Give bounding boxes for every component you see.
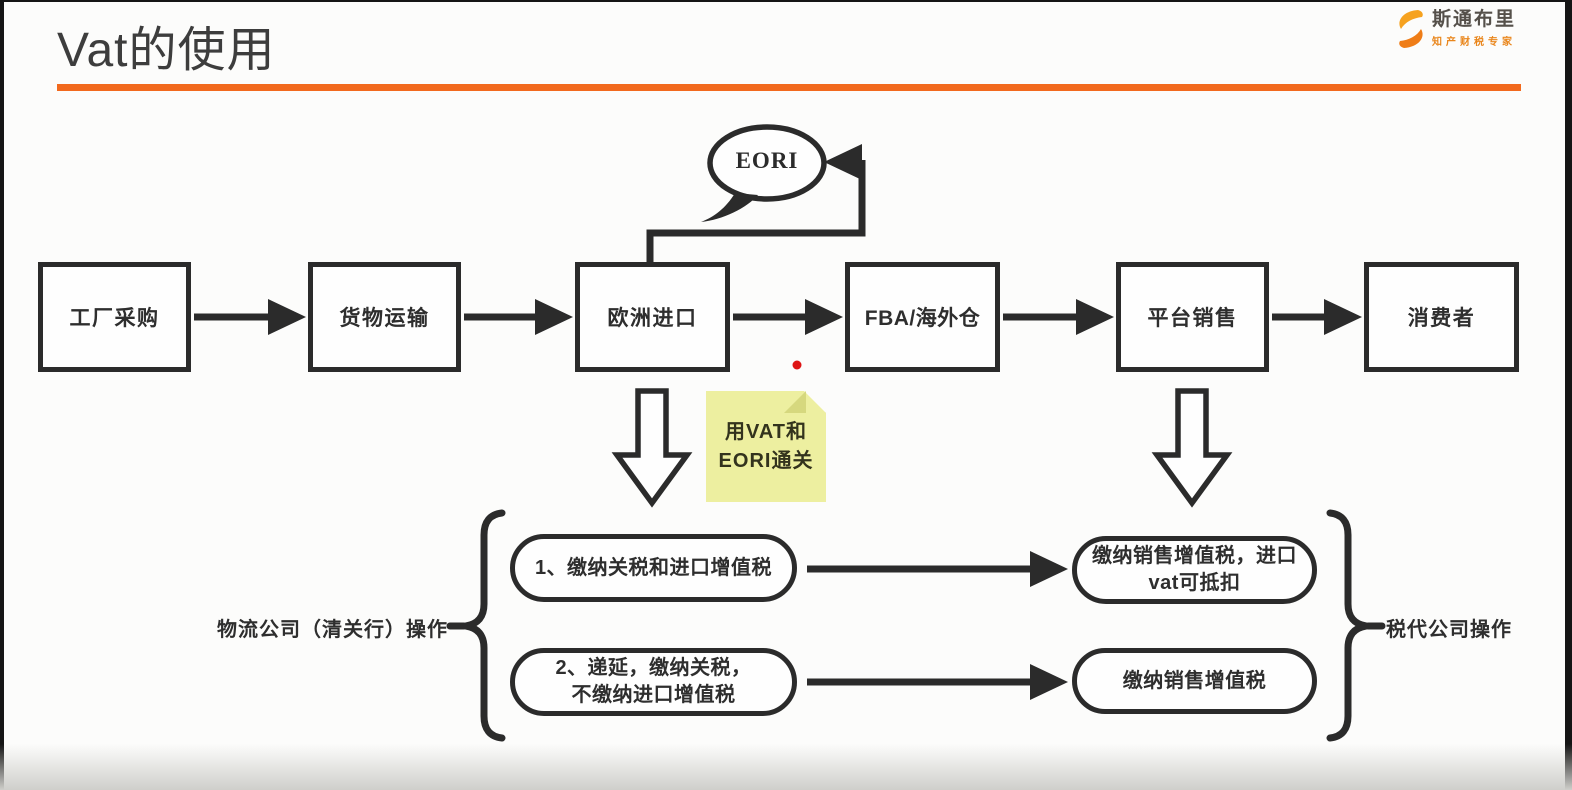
- sticky-note-fold: [784, 391, 806, 413]
- eori-bubble-tail: [701, 193, 758, 222]
- pill-sales-vat: 缴纳销售增值税: [1072, 648, 1317, 714]
- pill-pay-duty-import-vat: 1、缴纳关税和进口增值税: [510, 534, 797, 602]
- pill-arrows: [807, 551, 1068, 700]
- page-title: Vat的使用: [57, 24, 276, 77]
- down-arrow-right: [1151, 388, 1233, 508]
- flow-box-shipping: 货物运输: [308, 262, 461, 372]
- logo-name: 斯通布里: [1432, 9, 1517, 30]
- flow-box-platform-sales: 平台销售: [1116, 262, 1269, 372]
- pill-line1: 缴纳销售增值税: [1122, 669, 1267, 692]
- sticky-note: 用VAT和 EORI通关: [706, 391, 826, 502]
- brand-logo: 斯通布里 知产财税专家: [1393, 8, 1516, 50]
- flow-box-label: 货物运输: [339, 307, 430, 330]
- eori-arrowhead: [824, 144, 862, 180]
- pill-defer-duty: 2、递延，缴纳关税， 不缴纳进口增值税: [510, 648, 797, 716]
- flow-box-label: 消费者: [1407, 307, 1476, 330]
- down-arrows: [611, 388, 1233, 508]
- eori-bubble: [701, 124, 827, 222]
- logo-text: 斯通布里 知产财税专家: [1432, 8, 1516, 48]
- red-dot: [792, 360, 802, 370]
- sticky-note-line2: EORI通关: [718, 449, 814, 472]
- letterbox-left: [0, 0, 4, 790]
- flow-arrow-4: [1003, 299, 1114, 335]
- pill-arrow-1: [807, 551, 1068, 587]
- flow-box-fba-warehouse: FBA/海外仓: [845, 262, 1000, 372]
- down-arrow-left: [611, 388, 693, 508]
- brace-right: [1326, 509, 1370, 742]
- braces: [446, 509, 1386, 742]
- pill-line2: 不缴纳进口增值税: [571, 684, 736, 706]
- flow-arrow-3: [733, 299, 843, 335]
- bottom-fade: [0, 744, 1572, 790]
- flow-box-label: FBA/海外仓: [864, 307, 981, 330]
- pill-line1: 1、缴纳关税和进口增值税: [534, 556, 773, 579]
- logo-s-icon: [1399, 10, 1423, 48]
- logistics-company-label: 物流公司（清关行）操作: [217, 619, 448, 641]
- logo-tagline: 知产财税专家: [1432, 37, 1516, 48]
- eori-connector: [646, 144, 866, 262]
- pill-line1: 缴纳销售增值税，进口: [1092, 545, 1297, 567]
- pill-sales-vat-deductible: 缴纳销售增值税，进口 vat可抵扣: [1072, 536, 1317, 604]
- pill-arrow-2: [807, 664, 1068, 700]
- pill-line1: 2、递延，缴纳关税，: [555, 657, 752, 679]
- letterbox-top: [0, 0, 1572, 2]
- flow-arrows: [194, 299, 1362, 335]
- eori-bubble-label: EORI: [735, 148, 799, 173]
- flow-box-label: 工厂采购: [69, 307, 160, 330]
- flow-box-eu-import: 欧洲进口: [575, 262, 730, 372]
- pill-line2: vat可抵扣: [1148, 572, 1241, 594]
- brace-left: [462, 509, 506, 742]
- letterbox-right: [1565, 0, 1572, 790]
- title-underline: [57, 84, 1521, 91]
- tax-agent-label: 税代公司操作: [1386, 619, 1512, 641]
- flow-box-factory: 工厂采购: [38, 262, 191, 372]
- flow-box-consumer: 消费者: [1364, 262, 1519, 372]
- flow-box-label: 欧洲进口: [607, 307, 698, 330]
- flow-arrow-1: [194, 299, 306, 335]
- flow-arrow-5: [1272, 299, 1362, 335]
- flow-arrow-2: [464, 299, 573, 335]
- flow-box-label: 平台销售: [1147, 307, 1238, 330]
- sticky-note-line1: 用VAT和: [724, 420, 808, 443]
